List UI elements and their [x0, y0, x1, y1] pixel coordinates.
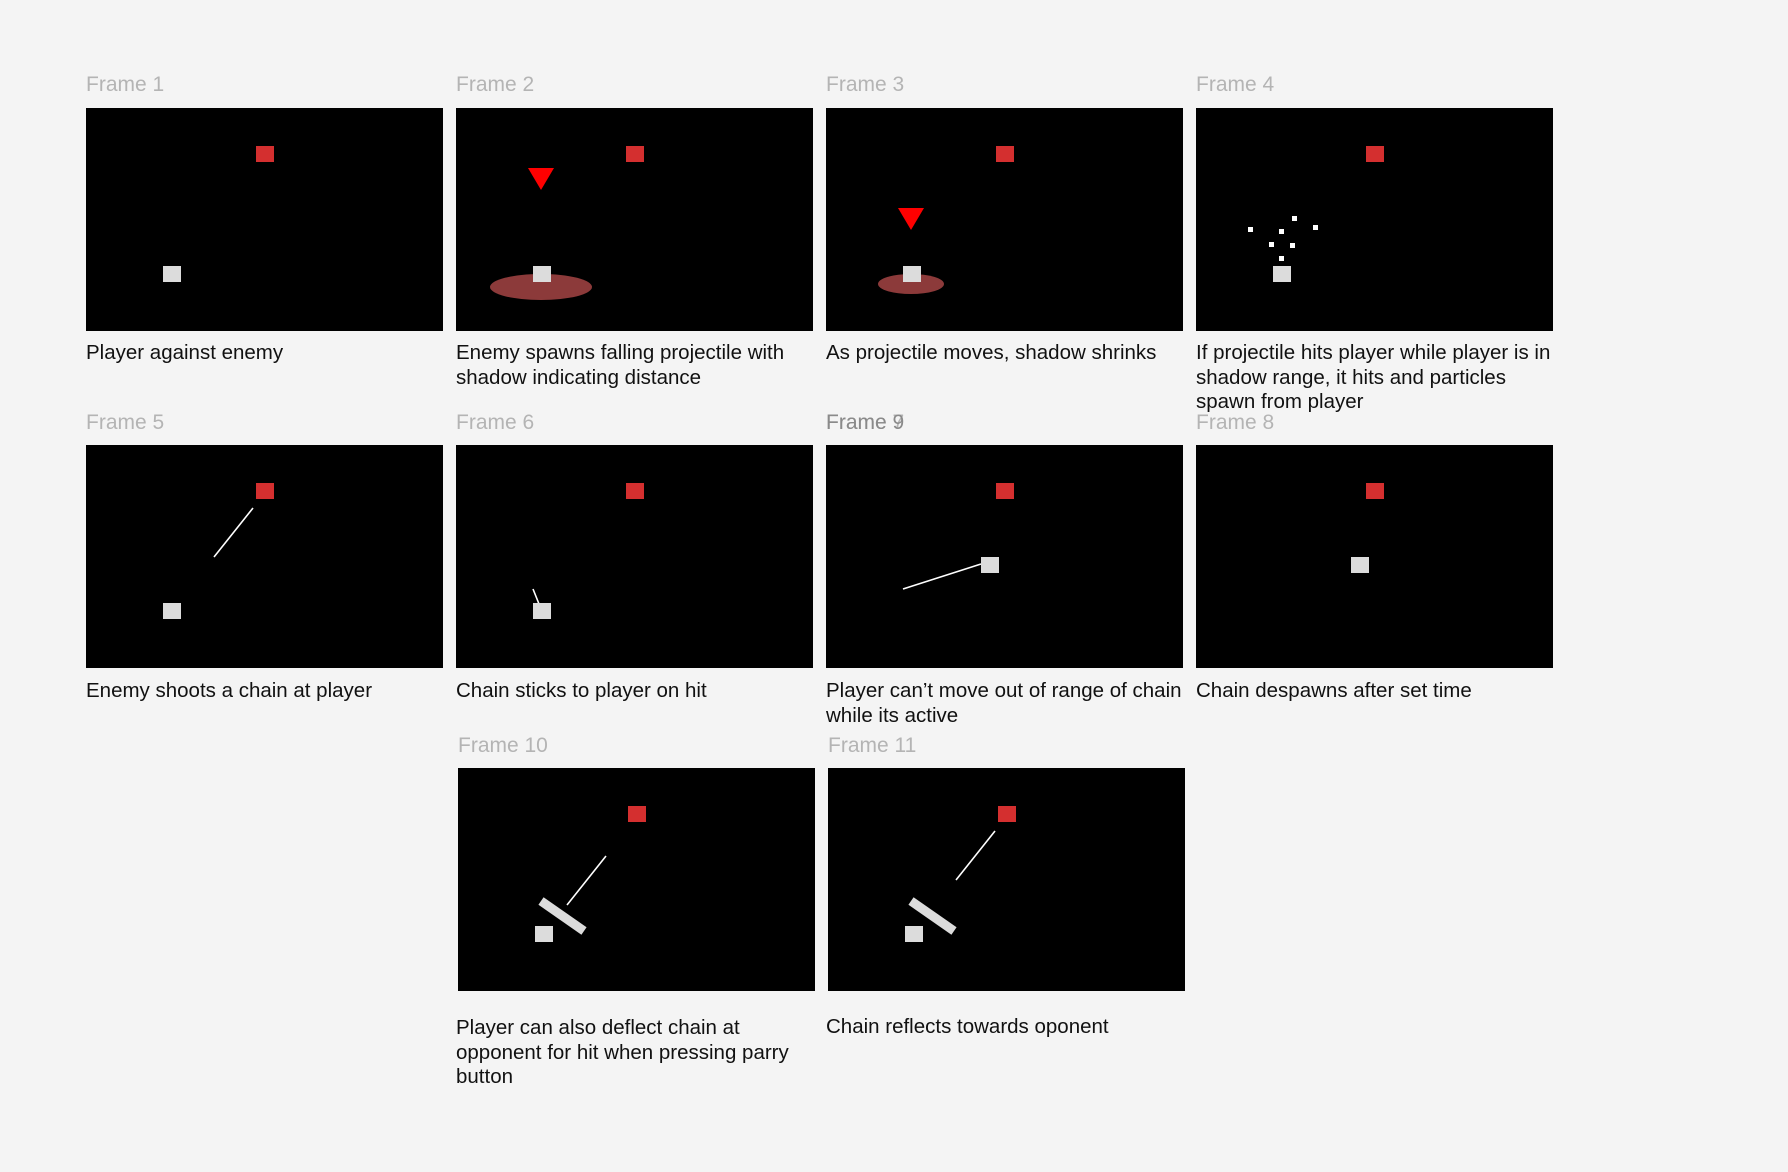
frame-5-panel: [86, 445, 443, 668]
parry-shield: [538, 897, 587, 935]
falling-projectile: [528, 168, 554, 190]
player-square: [1273, 266, 1291, 282]
frame-2-label: Frame 2: [456, 73, 535, 96]
falling-projectile: [898, 208, 924, 230]
frame-2-panel: [456, 108, 813, 331]
frame-2-caption: Enemy spawns falling projectile with sha…: [456, 341, 785, 389]
chain: [955, 830, 996, 881]
frame-4-label: Frame 4: [1196, 73, 1275, 96]
frame-11-label: Frame 11: [828, 734, 917, 757]
enemy-square: [998, 806, 1016, 822]
enemy-square: [256, 146, 274, 162]
player-square: [905, 926, 923, 942]
player-square: [533, 266, 551, 282]
chain: [213, 507, 254, 558]
player-square: [1351, 557, 1369, 573]
frame-10-label: Frame 10: [458, 734, 548, 757]
frame-8-panel: [1196, 445, 1553, 668]
frame-5-caption: Enemy shoots a chain at player: [86, 679, 373, 702]
enemy-square: [1366, 483, 1384, 499]
frame-8-caption: Chain despawns after set time: [1196, 679, 1472, 702]
enemy-square: [628, 806, 646, 822]
player-square: [903, 266, 921, 282]
frame-7-label: Frame 7: [826, 411, 905, 434]
projectile-shadow: [490, 274, 592, 300]
frame-11-caption: Chain reflects towards oponent: [826, 1015, 1109, 1038]
player-square: [533, 603, 551, 619]
parry-shield: [908, 897, 957, 935]
frame-10-caption: Player can also deflect chain at opponen…: [456, 1016, 789, 1088]
frame-6-label: Frame 6: [456, 411, 535, 434]
frame-6-caption: Chain sticks to player on hit: [456, 679, 707, 702]
frame-7-caption: Player can’t move out of range of chain …: [826, 679, 1182, 727]
player-square: [163, 603, 181, 619]
frame-3-caption: As projectile moves, shadow shrinks: [826, 341, 1157, 364]
enemy-square: [626, 483, 644, 499]
enemy-square: [996, 483, 1014, 499]
chain: [902, 563, 982, 590]
frame-9-label-overlap: Frame 9: [826, 411, 905, 434]
frame-7-panel: [826, 445, 1183, 668]
chain: [566, 855, 607, 906]
player-square: [163, 266, 181, 282]
frame-11-panel: [828, 768, 1185, 991]
frame-3-panel: [826, 108, 1183, 331]
frame-8-label: Frame 8: [1196, 411, 1275, 434]
player-square: [535, 926, 553, 942]
projectile-shadow: [878, 274, 944, 294]
enemy-square: [626, 146, 644, 162]
chain: [532, 588, 540, 605]
enemy-square: [1366, 146, 1384, 162]
frame-1-caption: Player against enemy: [86, 341, 284, 364]
frame-3-label: Frame 3: [826, 73, 905, 96]
frame-1-label: Frame 1: [86, 73, 165, 96]
frame-1-panel: [86, 108, 443, 331]
hit-particles: [1248, 216, 1318, 261]
enemy-square: [256, 483, 274, 499]
player-square: [981, 557, 999, 573]
frame-6-panel: [456, 445, 813, 668]
frame-5-label: Frame 5: [86, 411, 165, 434]
enemy-square: [996, 146, 1014, 162]
frame-4-panel: [1196, 108, 1553, 331]
frame-10-panel: [458, 768, 815, 991]
frame-4-caption: If projectile hits player while player i…: [1196, 341, 1551, 413]
